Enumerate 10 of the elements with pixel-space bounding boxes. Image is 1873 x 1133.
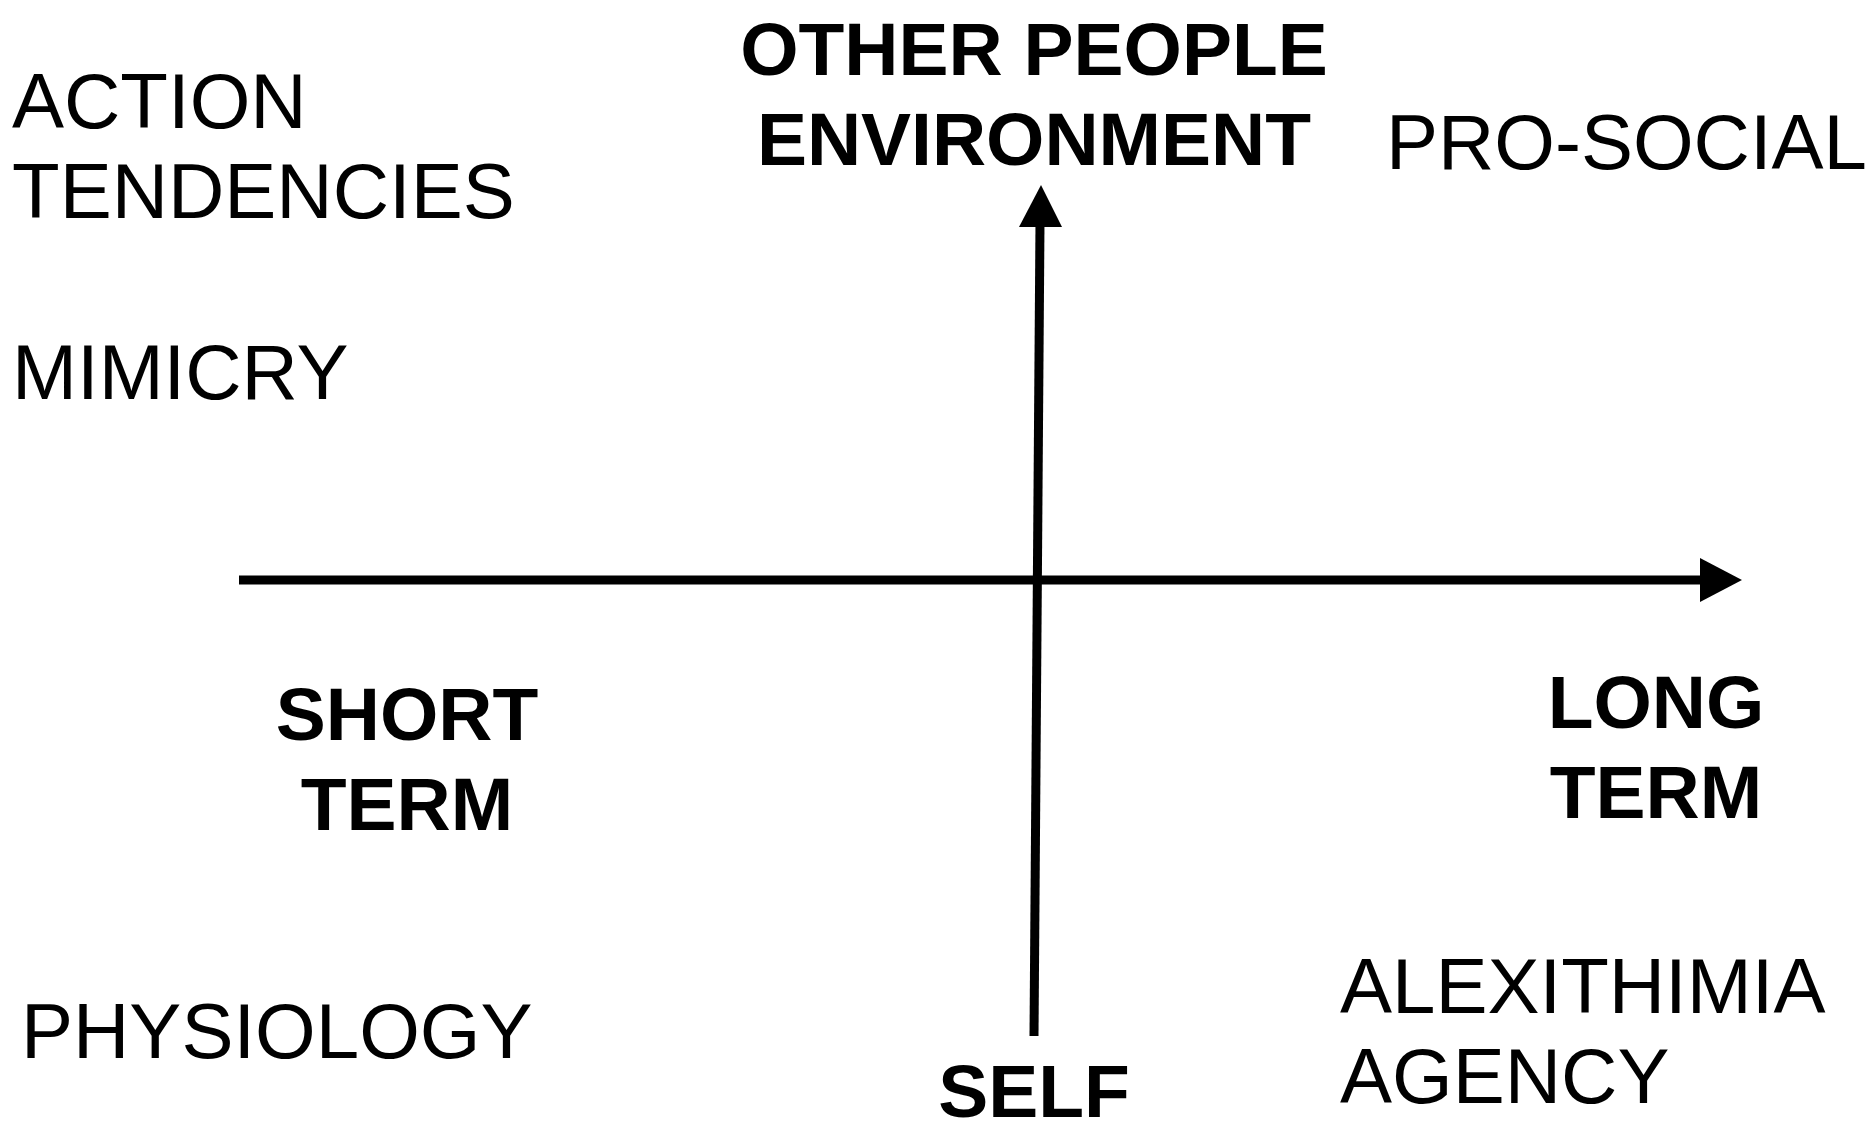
category-label: ALEXITHIMIA (1340, 941, 1827, 1031)
category-label: PRO-SOCIAL (1384, 97, 1867, 187)
axis-label: LONG TERM (1546, 659, 1766, 836)
category-label: AGENCY (1340, 1031, 1671, 1121)
axis-label: OTHER PEOPLE ENVIRONMENT (739, 6, 1329, 183)
axis-label: SELF (937, 1055, 1131, 1127)
category-label: ACTION TENDENCIES (12, 56, 516, 236)
category-label: PHYSIOLOGY (21, 986, 534, 1076)
category-label: MIMICRY (12, 327, 350, 417)
axis-label: SHORT TERM (274, 671, 540, 848)
